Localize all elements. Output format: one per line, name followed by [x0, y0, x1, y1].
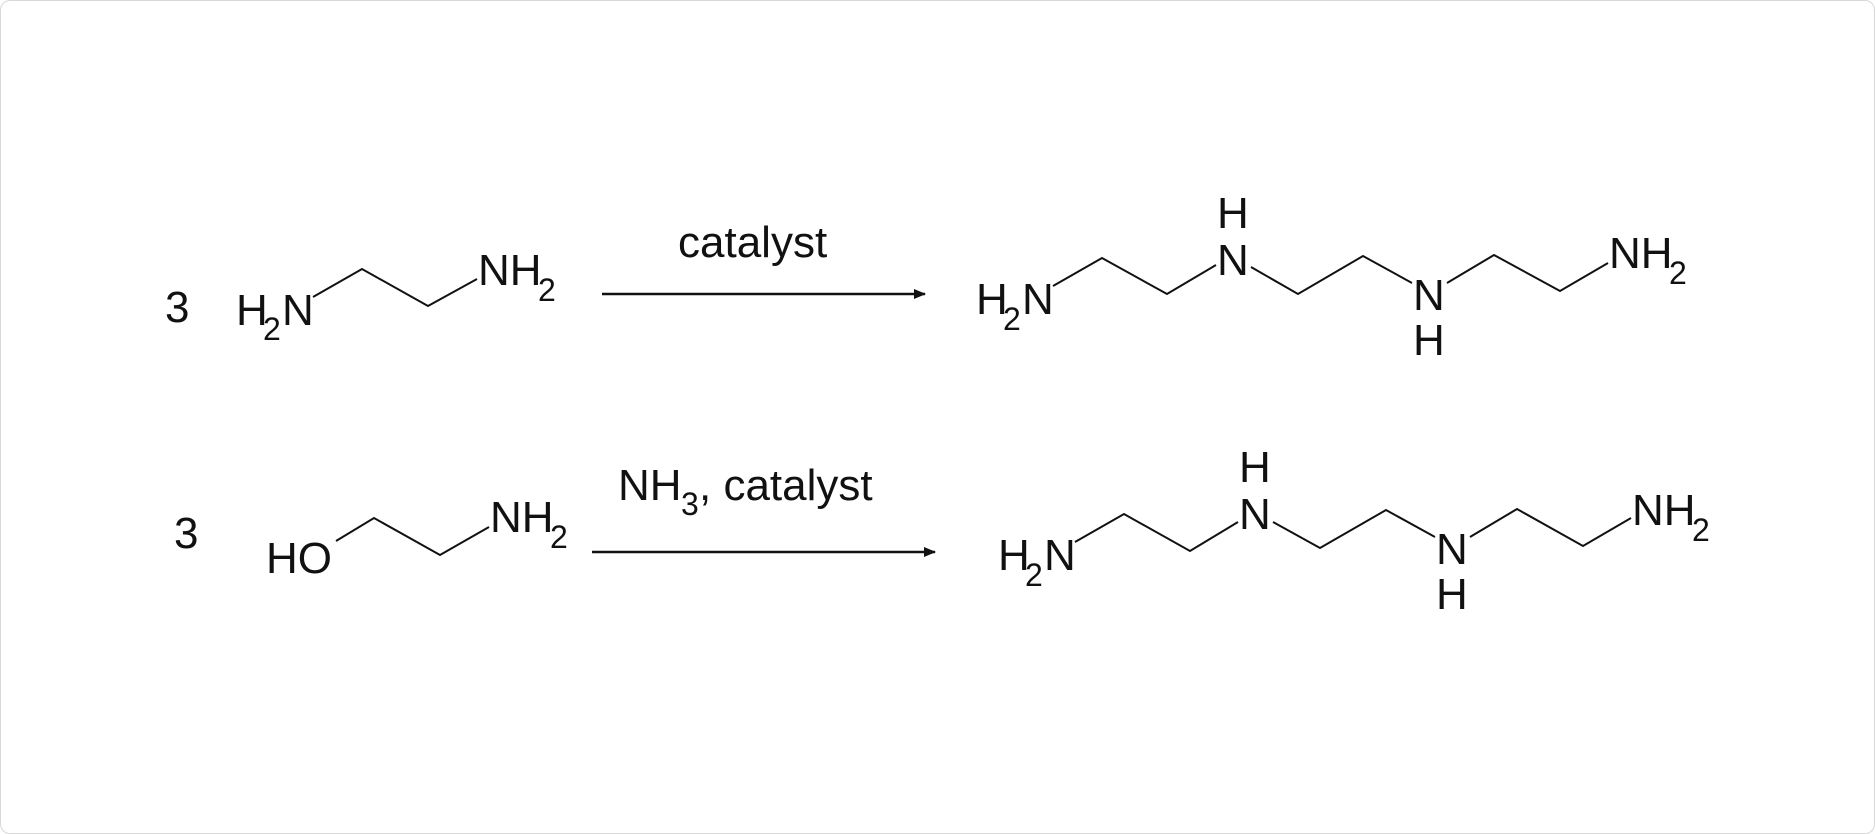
product-1-nh1-n: N — [1217, 236, 1249, 285]
product-2-right-nh: NH — [1632, 486, 1696, 535]
product-1-right-sub: 2 — [1669, 255, 1687, 291]
reaction-2-reagent: NH — [618, 461, 682, 510]
product-1-chain-b — [1250, 254, 1413, 296]
product-2-left-n: N — [1044, 531, 1076, 580]
product-1-nh1-h: H — [1217, 189, 1249, 238]
product-2-left-h: H — [998, 531, 1030, 580]
product-1-nh2-h: H — [1413, 316, 1445, 365]
reactant-2-left-ho: HO — [266, 534, 332, 583]
product-2-nh1-h: H — [1239, 443, 1271, 492]
reaction-1-condition: catalyst — [678, 218, 827, 267]
product-1-left-n: N — [1022, 275, 1054, 324]
reactant-1-chain — [312, 267, 478, 308]
product-1-nh2-n: N — [1413, 271, 1445, 320]
reactant-1-right-sub: 2 — [538, 272, 556, 308]
reaction-2: 3 HO NH 2 NH 3 , catalyst H 2 N N H N H — [174, 443, 1710, 619]
product-1-chain-a — [1052, 256, 1217, 296]
reaction-1-product: H 2 N N H N H NH 2 — [976, 189, 1687, 365]
product-2-chain-a — [1074, 512, 1239, 553]
reactant-1-left-n: N — [282, 286, 314, 335]
product-2-chain-c — [1469, 507, 1632, 548]
reactant-1-left-sub: 2 — [263, 311, 281, 347]
reaction-2-condition: NH 3 , catalyst — [618, 461, 873, 522]
reaction-2-reactant: HO NH 2 — [266, 493, 568, 583]
product-2-nh1-n: N — [1239, 490, 1271, 539]
reaction-2-product: H 2 N N H N H NH 2 — [998, 443, 1710, 619]
reaction-2-coefficient: 3 — [174, 509, 198, 558]
reaction-1: 3 H 2 N NH 2 catalyst H 2 N N H N H NH 2 — [165, 189, 1687, 365]
reaction-2-condition-rest: , catalyst — [699, 461, 873, 510]
product-2-chain-b — [1272, 508, 1436, 550]
reactant-1-left-h: H — [236, 286, 268, 335]
product-1-right-nh: NH — [1609, 229, 1673, 278]
product-2-nh2-h: H — [1436, 570, 1468, 619]
reaction-1-coefficient: 3 — [165, 283, 189, 332]
product-2-nh2-n: N — [1436, 525, 1468, 574]
reactant-2-right-nh: NH — [490, 493, 554, 542]
product-2-right-sub: 2 — [1692, 512, 1710, 548]
product-1-left-h: H — [976, 275, 1008, 324]
reaction-1-reactant: H 2 N NH 2 — [236, 246, 556, 347]
reactant-2-right-sub: 2 — [550, 519, 568, 555]
reactant-2-chain — [335, 516, 490, 557]
reactant-1-right-nh: NH — [478, 246, 542, 295]
product-1-chain-c — [1446, 253, 1609, 293]
product-2-left-sub: 2 — [1025, 557, 1043, 593]
reaction-2-reagent-sub: 3 — [681, 486, 699, 522]
product-1-left-sub: 2 — [1003, 301, 1021, 337]
